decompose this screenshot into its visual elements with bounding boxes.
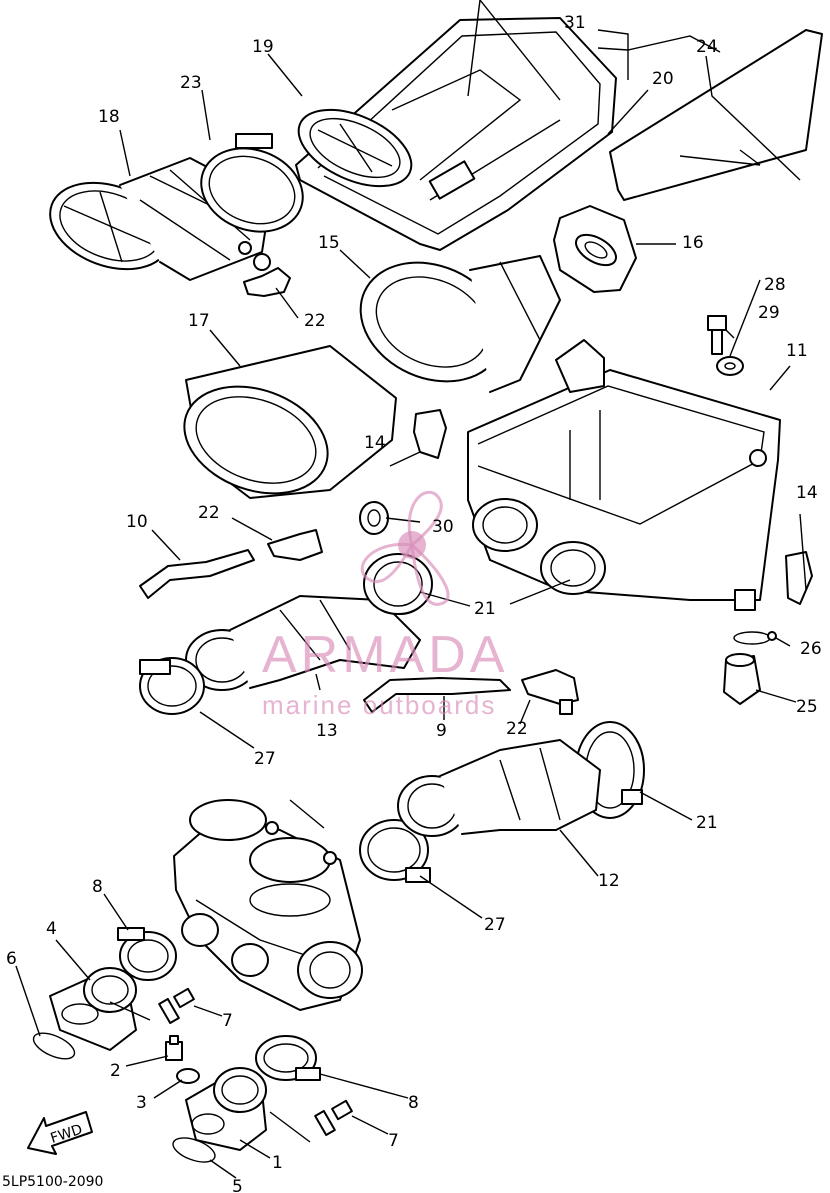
callout-21-lower[interactable]: 21 xyxy=(696,813,718,833)
part-7-bolt-lower[interactable] xyxy=(314,1099,353,1137)
callout-5[interactable]: 5 xyxy=(232,1177,243,1193)
callout-7-upper[interactable]: 7 xyxy=(222,1011,233,1031)
watermark-tagline: marine outboards xyxy=(262,690,496,720)
callout-2[interactable]: 2 xyxy=(110,1061,121,1081)
part-19-duct[interactable] xyxy=(287,69,522,202)
part-21-clamp-upper[interactable] xyxy=(363,553,433,615)
callout-10[interactable]: 10 xyxy=(126,512,148,532)
callout-13[interactable]: 13 xyxy=(316,721,338,741)
callout-27-lower[interactable]: 27 xyxy=(484,915,506,935)
part-10-hose[interactable] xyxy=(139,549,255,599)
callout-23[interactable]: 23 xyxy=(180,73,202,93)
callout-27-upper[interactable]: 27 xyxy=(254,749,276,769)
callout-12[interactable]: 12 xyxy=(598,871,620,891)
callout-25[interactable]: 25 xyxy=(796,697,818,717)
callout-20[interactable]: 20 xyxy=(652,69,674,89)
part-20-airbox-cover[interactable] xyxy=(295,17,617,251)
part-26-drain-clip[interactable] xyxy=(733,631,777,645)
part-22-elbow-lower[interactable] xyxy=(521,669,579,715)
callout-numbers: 31 19 24 20 23 18 15 16 28 22 29 17 11 1… xyxy=(6,13,822,1193)
callout-8-upper[interactable]: 8 xyxy=(92,877,103,897)
diagram-code: 5LP5100-2090 xyxy=(2,1174,103,1190)
part-14-clip-right[interactable] xyxy=(785,551,813,605)
part-9-hose[interactable] xyxy=(363,677,511,713)
part-30-grommet[interactable] xyxy=(359,501,389,535)
callout-16[interactable]: 16 xyxy=(682,233,704,253)
callout-31[interactable]: 31 xyxy=(564,13,586,33)
callout-29[interactable]: 29 xyxy=(758,303,780,323)
callout-22-lower[interactable]: 22 xyxy=(506,719,528,739)
callout-21-upper[interactable]: 21 xyxy=(474,599,496,619)
callout-14-left[interactable]: 14 xyxy=(364,433,386,453)
part-16-damper[interactable] xyxy=(553,205,637,293)
callout-3[interactable]: 3 xyxy=(136,1093,147,1113)
part-5-o-ring[interactable] xyxy=(170,1133,218,1167)
part-3-clip[interactable] xyxy=(176,1068,200,1084)
callout-22-mid[interactable]: 22 xyxy=(198,503,220,523)
part-14-clip-left[interactable] xyxy=(413,409,447,459)
part-22-elbow-top[interactable] xyxy=(243,253,291,297)
callout-22-top[interactable]: 22 xyxy=(304,311,326,331)
part-22-elbow-mid[interactable] xyxy=(267,529,323,561)
part-4-manifold[interactable] xyxy=(49,967,137,1051)
part-1-manifold[interactable] xyxy=(185,1067,267,1151)
callout-26[interactable]: 26 xyxy=(800,639,822,659)
callout-19[interactable]: 19 xyxy=(252,37,274,57)
part-24-plate[interactable] xyxy=(609,29,823,201)
part-6-o-ring[interactable] xyxy=(30,1028,78,1064)
callout-1[interactable]: 1 xyxy=(272,1153,283,1173)
part-2-nipple[interactable] xyxy=(165,1035,183,1061)
part-8-clamp-lower[interactable] xyxy=(255,1035,321,1081)
callout-4[interactable]: 4 xyxy=(46,919,57,939)
callout-11[interactable]: 11 xyxy=(786,341,808,361)
part-23-clamp[interactable] xyxy=(189,133,314,245)
watermark-logo-icon xyxy=(360,490,450,606)
part-17-filter-element[interactable] xyxy=(169,345,397,512)
callout-15[interactable]: 15 xyxy=(318,233,340,253)
part-27-clamp-upper[interactable] xyxy=(139,657,205,715)
callout-9[interactable]: 9 xyxy=(436,721,447,741)
part-12-intake-joint[interactable] xyxy=(397,739,601,837)
watermark: ARMADA marine outboards xyxy=(262,490,508,720)
leader-lines xyxy=(15,0,807,1179)
fwd-arrow-icon: FWD xyxy=(27,1111,93,1155)
watermark-brand: ARMADA xyxy=(262,626,508,684)
part-29-washer[interactable] xyxy=(716,356,744,376)
callout-14-right[interactable]: 14 xyxy=(796,483,818,503)
callout-6[interactable]: 6 xyxy=(6,949,17,969)
part-25-drain-plug[interactable] xyxy=(723,653,761,705)
callout-24[interactable]: 24 xyxy=(696,37,718,57)
part-11-airbox-case[interactable] xyxy=(467,339,781,611)
part-28-bolt[interactable] xyxy=(707,315,727,355)
callout-18[interactable]: 18 xyxy=(98,107,120,127)
callout-17[interactable]: 17 xyxy=(188,311,210,331)
callout-30[interactable]: 30 xyxy=(432,517,454,537)
part-8-clamp-upper[interactable] xyxy=(117,927,177,981)
callout-7-lower[interactable]: 7 xyxy=(388,1131,399,1151)
part-7-bolt-upper[interactable] xyxy=(158,987,195,1025)
carburetor-assembly xyxy=(173,799,363,1011)
part-15-element-frame[interactable] xyxy=(342,241,561,404)
callout-28[interactable]: 28 xyxy=(764,275,786,295)
callout-8-lower[interactable]: 8 xyxy=(408,1093,419,1113)
